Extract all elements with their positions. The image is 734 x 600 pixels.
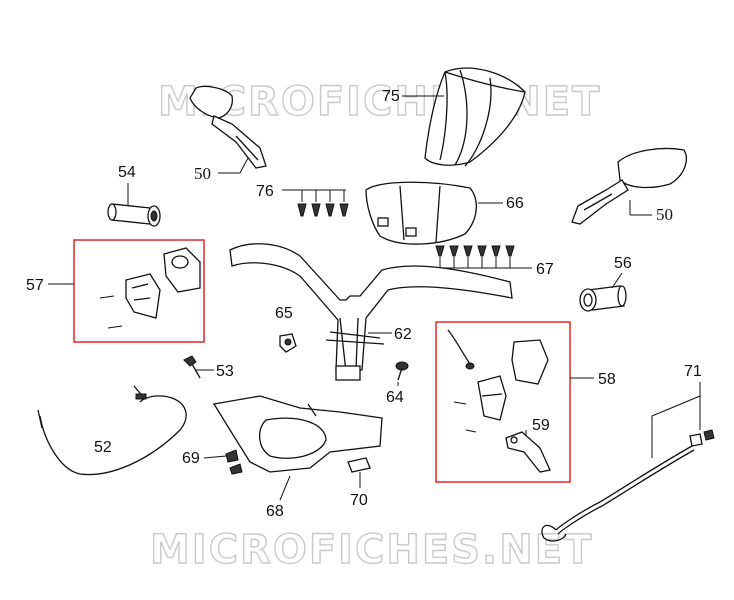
nut-65-part[interactable] — [279, 333, 297, 353]
label-62: 62 — [394, 326, 412, 343]
watermark-bottom: MICROFICHES.NET — [150, 527, 593, 573]
windscreen-part[interactable] — [424, 67, 526, 167]
label-70: 70 — [350, 492, 368, 509]
label-76: 76 — [256, 183, 274, 200]
label-57: 57 — [26, 277, 44, 294]
label-65: 65 — [275, 305, 293, 322]
label-56: 56 — [614, 255, 632, 272]
screws-67-part[interactable] — [435, 245, 532, 269]
screws-76-part[interactable] — [282, 189, 349, 217]
label-59: 59 — [532, 417, 550, 434]
label-58: 58 — [598, 371, 616, 388]
bar-end-part[interactable] — [579, 285, 627, 312]
switch-right-part[interactable] — [447, 329, 549, 433]
label-75: 75 — [382, 88, 400, 105]
handlebar-part[interactable] — [229, 243, 513, 381]
brake-lever-part[interactable] — [505, 431, 551, 473]
label-50-left: 50 — [194, 164, 211, 183]
group-box-57 — [73, 239, 205, 343]
mirror-left-part[interactable] — [189, 85, 267, 169]
headlight-cover-part[interactable] — [365, 181, 477, 245]
label-54: 54 — [118, 164, 136, 181]
mirror-right-part[interactable] — [571, 147, 687, 225]
label-67: 67 — [536, 261, 554, 278]
label-50-right: 50 — [656, 205, 673, 224]
bolt-53-part[interactable] — [183, 355, 201, 379]
label-69: 69 — [182, 450, 200, 467]
group-box-58 — [435, 321, 571, 483]
label-71: 71 — [684, 363, 702, 380]
label-64: 64 — [386, 389, 404, 406]
cable-71-part[interactable] — [541, 382, 715, 542]
label-52: 52 — [94, 439, 112, 456]
lower-cover-part[interactable] — [212, 395, 383, 473]
label-53: 53 — [216, 363, 234, 380]
bolt-64-part[interactable] — [395, 361, 409, 381]
switch-left-part[interactable] — [99, 247, 201, 329]
cable-52-part[interactable] — [37, 385, 187, 476]
label-68: 68 — [266, 503, 284, 520]
screws-69-part[interactable] — [225, 449, 243, 475]
pin-70-part[interactable] — [347, 457, 371, 473]
grip-part[interactable] — [107, 203, 161, 227]
label-66: 66 — [506, 195, 524, 212]
